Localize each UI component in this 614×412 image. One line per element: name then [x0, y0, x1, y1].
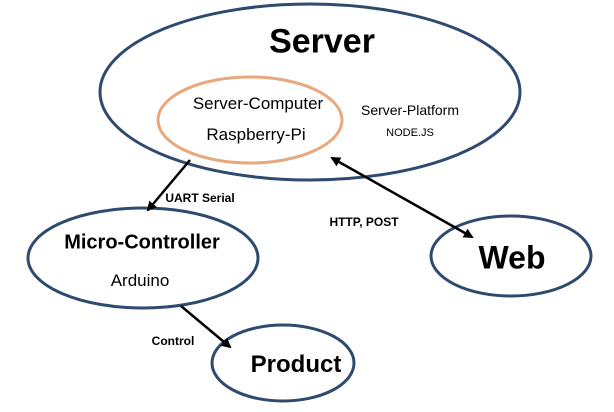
product-title: Product	[250, 351, 342, 378]
server-computer-ellipse	[156, 75, 344, 165]
web-ellipse	[429, 214, 593, 298]
server-platform-subtitle: NODE.JS	[386, 127, 434, 139]
server-ellipse	[98, 2, 522, 182]
web-title: Web	[478, 239, 546, 276]
server-computer-title: Server-Computer	[192, 94, 324, 113]
control-arrow	[180, 305, 232, 349]
product-ellipse	[210, 323, 356, 403]
uart-serial-label: UART Serial	[165, 191, 235, 205]
micro-controller-title: Micro-Controller	[64, 231, 220, 254]
uart-arrow	[146, 159, 191, 212]
micro-controller-ellipse	[26, 206, 260, 310]
micro-controller-subtitle: Arduino	[110, 271, 170, 290]
server-computer-subtitle: Raspberry-Pi	[206, 125, 306, 144]
http-post-label: HTTP, POST	[329, 215, 399, 229]
server-platform-title: Server-Platform	[360, 102, 460, 118]
server-title: Server	[269, 22, 375, 61]
http-arrow	[330, 156, 474, 239]
control-label: Control	[151, 334, 195, 348]
